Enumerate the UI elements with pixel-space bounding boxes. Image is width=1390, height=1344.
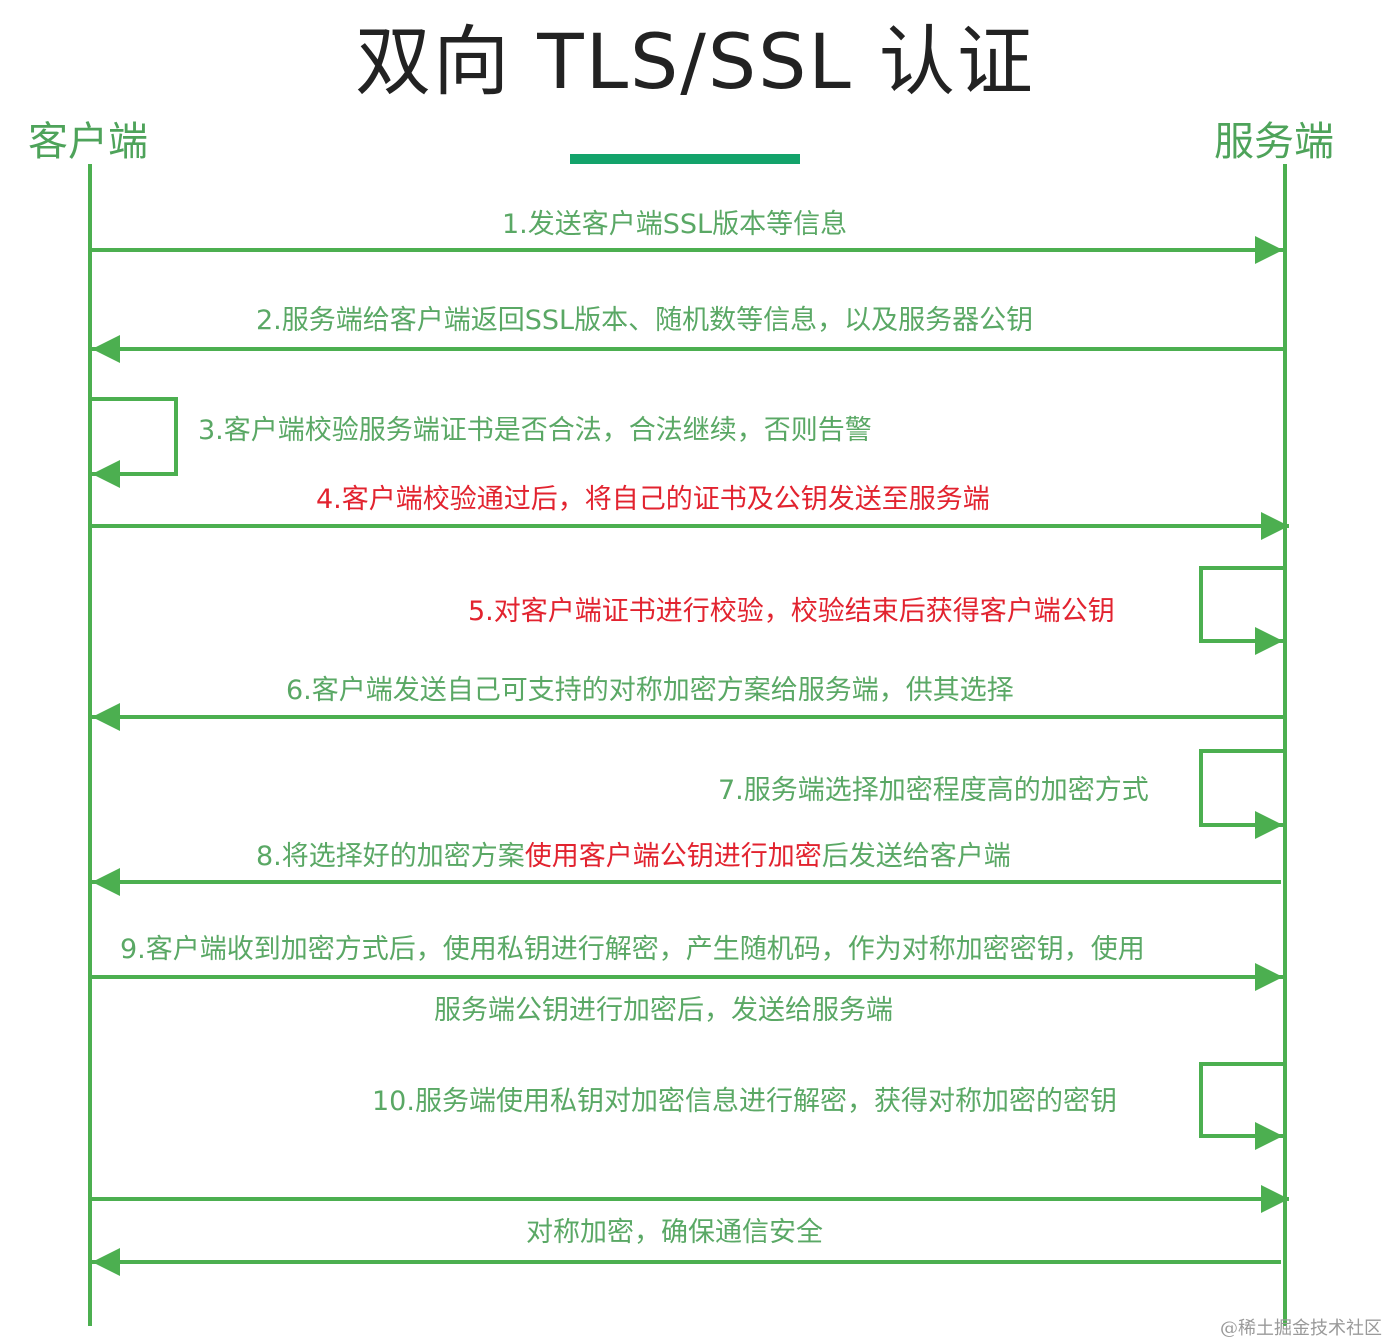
step-9-label-line-1: 9.客户端收到加密方式后，使用私钥进行解密，产生随机码，作为对称加密密钥，使用	[120, 934, 1145, 965]
watermark: @稀土掘金技术社区	[1220, 1318, 1382, 1339]
step-1-label: 1.发送客户端SSL版本等信息	[502, 209, 848, 240]
step-6-label: 6.客户端发送自己可支持的对称加密方案给服务端，供其选择	[286, 675, 1014, 706]
step-7-label: 7.服务端选择加密程度高的加密方式	[718, 775, 1149, 806]
step-2-label: 2.服务端给客户端返回SSL版本、随机数等信息，以及服务器公钥	[256, 305, 1034, 336]
step-8-part-1: 8.将选择好的加密方案	[256, 841, 525, 872]
arrow-step-7	[1199, 749, 1283, 839]
step-11-label: 对称加密，确保通信安全	[526, 1217, 823, 1248]
title-underline	[570, 154, 800, 164]
step-4-label: 4.客户端校验通过后，将自己的证书及公钥发送至服务端	[316, 484, 990, 515]
step-9-label-line-2: 服务端公钥进行加密后，发送给服务端	[434, 995, 893, 1026]
arrow-step-10	[1199, 1062, 1283, 1150]
step-8-part-3: 后发送给客户端	[821, 841, 1011, 872]
arrow-step-3	[92, 397, 178, 488]
step-8-label: 8.将选择好的加密方案使用客户端公钥进行加密后发送给客户端	[256, 839, 1011, 875]
diagram-title: 双向 TLS/SSL 认证	[355, 17, 1035, 106]
actor-client-label: 客户端	[28, 119, 148, 165]
step-10-label: 10.服务端使用私钥对加密信息进行解密，获得对称加密的密钥	[372, 1086, 1117, 1117]
actor-server-label: 服务端	[1214, 119, 1334, 165]
step-5-label: 5.对客户端证书进行校验，校验结束后获得客户端公钥	[468, 596, 1115, 627]
step-3-label: 3.客户端校验服务端证书是否合法，合法继续，否则告警	[198, 415, 872, 446]
arrow-step-5	[1199, 566, 1283, 655]
step-8-part-2-highlight: 使用客户端公钥进行加密	[524, 841, 822, 872]
